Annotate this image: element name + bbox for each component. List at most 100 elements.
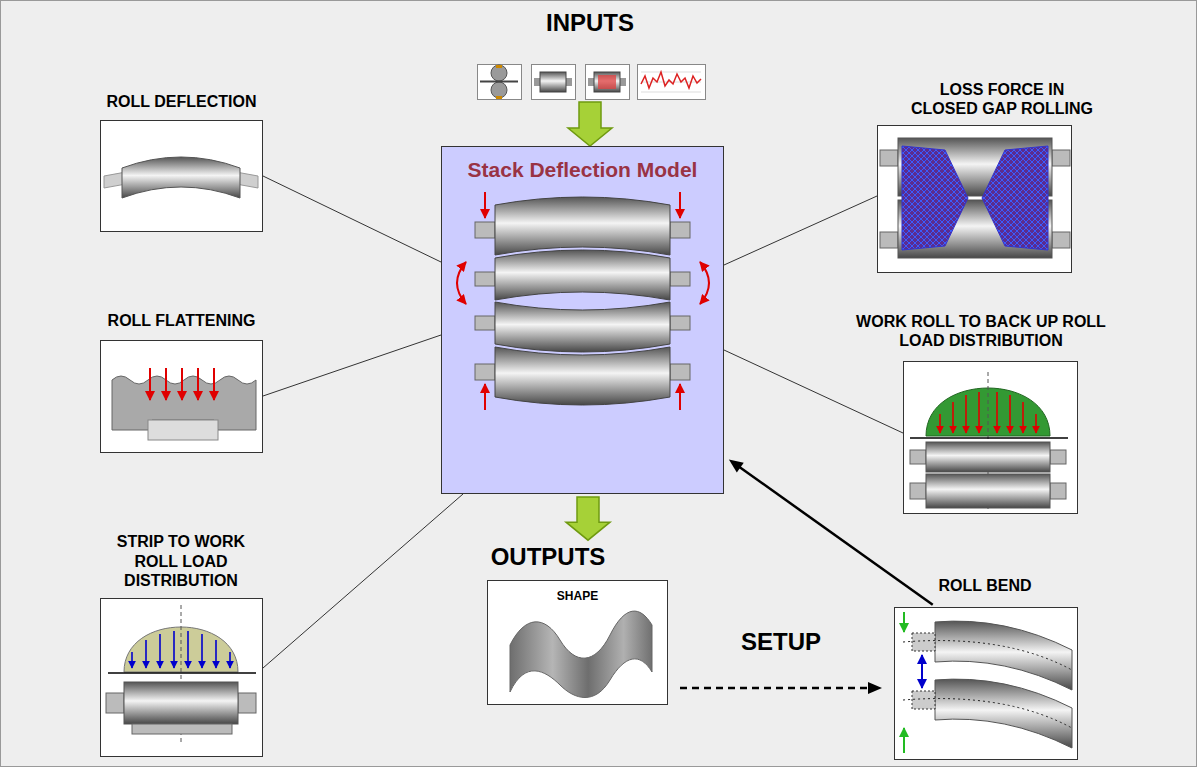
fat-arrow-shape [566, 497, 610, 540]
input-icons-part [588, 78, 594, 86]
stack-rolls-art-part [495, 302, 670, 352]
input-icons-part [491, 65, 507, 81]
roll-bend-art-part [903, 728, 905, 753]
panel-fills-part [894, 607, 1078, 760]
stack-rolls-art-part [670, 222, 690, 238]
panel-heading: STRIP TO WORK ROLL LOAD DISTRIBUTION [115, 532, 247, 590]
strip-load-art-part [215, 640, 217, 668]
strip-load-panel-outline [100, 598, 263, 757]
panel-heading: INPUTS [440, 9, 740, 38]
roll-flattening-panel: ROLL FLATTENING [72, 311, 292, 453]
flow-arrow [568, 102, 612, 146]
input-icons-part [566, 78, 572, 86]
roll-bend-art-part [921, 655, 923, 688]
input-icons-part [641, 72, 701, 88]
backup-load-art-part [910, 437, 1068, 439]
roll-bend-art-part [903, 641, 1072, 670]
connector-line [263, 176, 441, 262]
strip-load-art-part [132, 724, 232, 734]
stack-rolls-art-part [475, 316, 495, 330]
roll-deflection-art-part [122, 157, 240, 198]
roll-bend-art-part [903, 612, 905, 632]
stack-rolls-art-part [679, 192, 681, 218]
loss-force-art-part [982, 146, 1048, 250]
box-title: SHAPE [488, 581, 667, 603]
backup-load-art-part [996, 392, 998, 433]
edge-label-holder: SETUP [741, 628, 821, 656]
backup-load-art-part [1022, 402, 1024, 433]
input-icons [478, 65, 706, 100]
panel-fills-part [487, 580, 668, 705]
strip-load-art-part [201, 634, 203, 668]
loss-force-panel-outline [877, 125, 1072, 273]
input-icons-part [532, 65, 576, 100]
arrow-head [729, 459, 744, 472]
leader-line [263, 176, 441, 262]
backup-load-panel: WORK ROLL TO BACK UP ROLL LOAD DISTRIBUT… [850, 312, 1112, 514]
strip-load-art-part [145, 640, 147, 668]
roll-deflection-art [104, 157, 258, 198]
loss-force-art-part [902, 146, 968, 250]
roll-bend-panel: ROLL BEND [875, 576, 1095, 760]
stack-rolls-art-part [475, 364, 495, 380]
roll-flattening-panel-outline [100, 340, 263, 453]
connector-line [724, 350, 903, 433]
backup-load-art-part [965, 395, 967, 433]
output-group-outline: SHAPE [487, 580, 668, 705]
input-icons-part [496, 96, 502, 99]
loss-force-art-part [1052, 150, 1070, 166]
roll-flattening-art-part [197, 368, 199, 400]
roll-bend-art-part [912, 633, 935, 651]
panel-heading: ROLL BEND [875, 576, 1095, 595]
flow-arrow [566, 497, 610, 540]
backup-load-art-part [978, 392, 980, 433]
input-icons-part [478, 65, 522, 100]
output-group: OUTPUTS SHAPE [438, 543, 668, 705]
input-icons-part [534, 78, 540, 86]
roll-flattening-art-part [165, 368, 167, 400]
roll-flattening-art-part [148, 420, 218, 440]
backup-load-art-part [926, 442, 1050, 472]
panel-heading: ROLL FLATTENING [72, 311, 292, 330]
strip-load-art-part [187, 631, 189, 668]
input-icons-part [586, 65, 630, 100]
panel-fills-part [100, 120, 263, 232]
arrow-head [868, 682, 882, 694]
connector-line [263, 494, 463, 668]
stack-rolls-art-part [670, 316, 690, 330]
input-icons-part [641, 72, 701, 92]
panel-heading: OUTPUTS [438, 543, 658, 572]
strip-load-art-part [131, 652, 133, 668]
leader-line [724, 350, 903, 433]
input-icons-part [540, 72, 566, 92]
leader-line [263, 494, 463, 668]
input-icons-part [620, 78, 626, 86]
model-box-outline: Stack Deflection Model [441, 146, 724, 494]
stack-rolls-art-part [495, 347, 670, 405]
stack-rolls-art-part [475, 272, 495, 286]
stack-rolls-art-part [475, 222, 495, 238]
fat-arrow-shape [568, 102, 612, 146]
roll-bend-panel-outline [894, 607, 1078, 760]
strip-load-art-part [106, 693, 124, 713]
loss-force-panel: LOSS FORCE IN CLOSED GAP ROLLING [877, 80, 1096, 273]
backup-load-art-part [926, 474, 1050, 508]
strip-load-art-part [173, 631, 175, 668]
stack-rolls-art-part [484, 192, 486, 218]
strip-load-art-part [124, 682, 238, 724]
backup-load-art-part [910, 450, 926, 464]
panel-fills-part [877, 125, 1072, 273]
panel-fills-part [903, 361, 1078, 514]
leader-line [263, 335, 441, 396]
roll-flattening-art-part [213, 368, 215, 400]
input-icons-part [638, 65, 706, 100]
input-icons-part [496, 65, 502, 68]
loss-force-art-part [1052, 232, 1070, 248]
panel-fills [100, 120, 1078, 760]
loss-force-art-part [880, 232, 898, 248]
backup-load-panel-outline [903, 361, 1078, 514]
stack-rolls-art-part [700, 262, 709, 304]
